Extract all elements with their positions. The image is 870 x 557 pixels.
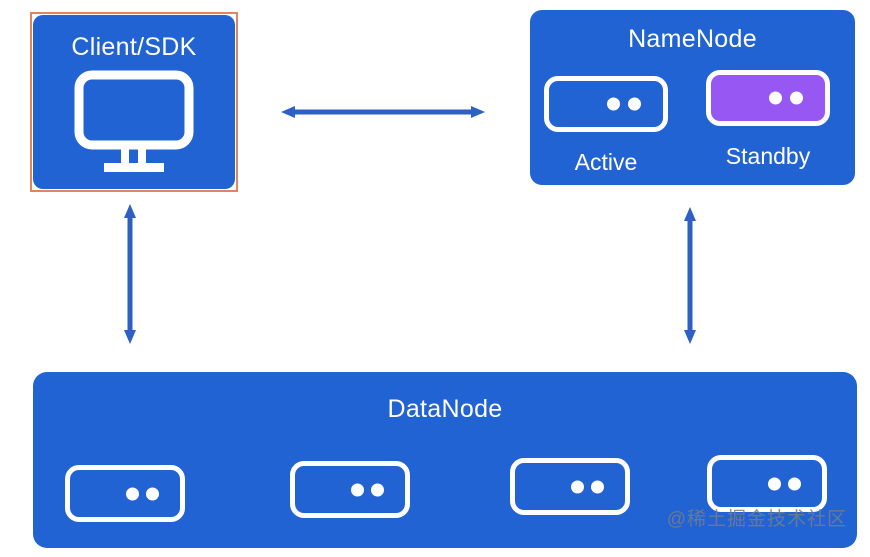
server-led: [769, 91, 783, 105]
server-led: [370, 483, 384, 496]
datanode-box: DataNode @稀土掘金技术社区: [33, 372, 857, 548]
server-led: [789, 91, 803, 105]
client-box: Client/SDK: [33, 15, 235, 189]
monitor-icon: [74, 70, 194, 172]
server-led: [126, 487, 140, 500]
server-led: [607, 97, 621, 111]
server-led: [571, 480, 585, 493]
server-led: [627, 97, 641, 111]
server-led: [590, 480, 604, 493]
server-icon-standby: [706, 70, 830, 126]
namenode-box: NameNode Active Standby: [530, 10, 855, 185]
client-selection-frame: Client/SDK: [30, 12, 238, 192]
watermark: @稀土掘金技术社区: [666, 509, 847, 530]
namenode-standby-group: Standby: [706, 70, 830, 170]
client-title: Client/SDK: [71, 33, 197, 61]
active-label: Active: [574, 149, 638, 175]
datanode-server-icon: [290, 461, 410, 518]
server-icon-active: [544, 76, 668, 132]
server-led: [768, 477, 782, 490]
standby-label: Standby: [725, 143, 811, 169]
server-led: [351, 483, 365, 496]
datanode-server-icon: [707, 455, 827, 512]
namenode-active-group: Active: [544, 76, 668, 176]
server-led: [145, 487, 159, 500]
datanode-title: DataNode: [387, 395, 503, 423]
namenode-title: NameNode: [628, 25, 757, 53]
datanode-server-icon: [65, 465, 185, 522]
datanode-server-icon: [510, 458, 630, 515]
server-led: [787, 477, 801, 490]
